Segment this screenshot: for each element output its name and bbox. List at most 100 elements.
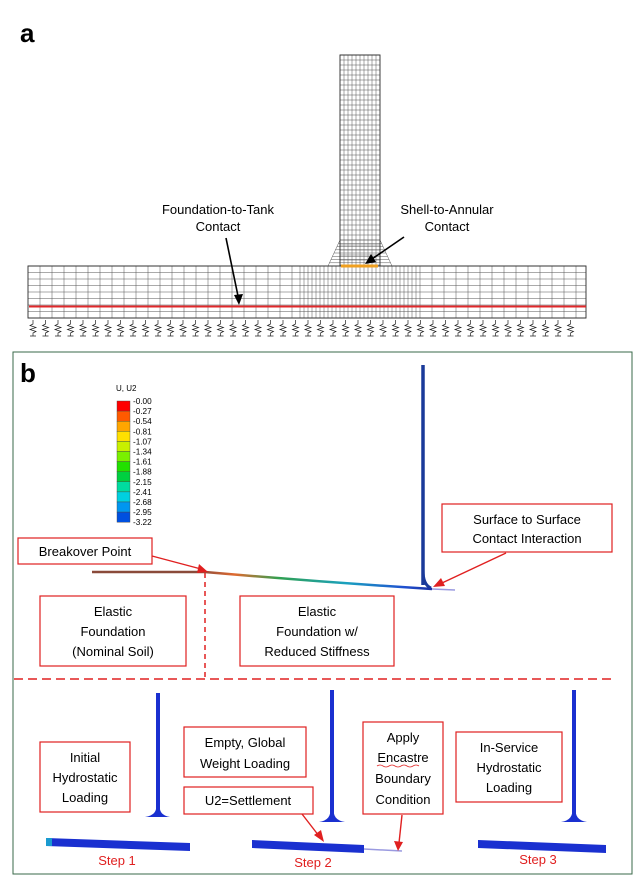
shell-to-annular-label-line1: Shell-to-Annular (400, 202, 494, 217)
elastic-reduced-line1: Elastic (298, 604, 337, 619)
legend-value: -1.61 (133, 458, 152, 467)
legend-value: -2.41 (133, 488, 152, 497)
surface-contact-box (441, 503, 613, 553)
empty-global-line1: Empty, Global (205, 735, 286, 750)
legend-swatch (116, 511, 131, 523)
panel-a-label: a (20, 18, 35, 48)
u2-settlement-arrow (301, 813, 320, 837)
step1-shell (156, 693, 160, 817)
foundation-to-tank-arrowhead (234, 294, 243, 305)
legend-swatch (116, 421, 131, 432)
bottom-plate-deformed (92, 570, 433, 591)
breakover-arrow (151, 555, 202, 570)
mesh-grid (27, 54, 587, 319)
legend-value: -0.00 (133, 397, 152, 406)
apply-encastre-line1: Apply (387, 730, 420, 745)
step2-label: Step 2 (294, 855, 332, 870)
legend-value: -2.15 (133, 478, 152, 487)
surface-contact-label-line1: Surface to Surface (473, 512, 581, 527)
encastre-spell-underline (376, 764, 420, 768)
legend-value: -1.88 (133, 468, 152, 477)
in-service-box (455, 731, 563, 803)
elastic-nominal-box (39, 595, 187, 667)
legend-swatch (116, 431, 131, 442)
legend-value: -3.22 (133, 518, 152, 527)
encastre-arrow (398, 814, 403, 844)
legend-value: -2.68 (133, 498, 152, 507)
foundation-to-tank-label-line2: Contact (196, 219, 241, 234)
legend-swatch (116, 471, 131, 483)
step2-shell (330, 690, 334, 822)
step2-plate-projection (363, 848, 403, 852)
legend-swatch (116, 410, 131, 422)
shell-to-annular-arrowhead (365, 254, 376, 264)
u2-settlement-arrowhead (314, 830, 324, 842)
spring-elements (28, 320, 575, 337)
initial-hydrostatic-box (39, 741, 131, 813)
legend-value: -1.34 (133, 448, 152, 457)
legend-swatch (116, 451, 131, 462)
breakover-arrowhead (197, 564, 208, 573)
foundation-springs (28, 320, 575, 337)
legend-swatch (116, 461, 131, 472)
legend-title: U, U2 (116, 384, 137, 393)
apply-encastre-line2: Encastre (377, 750, 428, 765)
in-service-line2: Hydrostatic (476, 760, 542, 775)
step1-plate-edge (46, 838, 52, 846)
initial-hydrostatic-line2: Hydrostatic (52, 770, 118, 785)
foundation-to-tank-arrow (225, 237, 239, 297)
apply-encastre-line3: Boundary (375, 771, 431, 786)
legend-value: -0.27 (133, 407, 152, 416)
initial-hydrostatic-line3: Loading (62, 790, 108, 805)
legend-swatch (116, 481, 131, 493)
step1-label: Step 1 (98, 853, 136, 868)
legend-swatch (116, 400, 131, 412)
elastic-nominal-line2: Foundation (80, 624, 145, 639)
step1-plate (46, 838, 190, 851)
step3-label: Step 3 (519, 852, 557, 867)
initial-hydrostatic-line1: Initial (70, 750, 100, 765)
elastic-nominal-line3: (Nominal Soil) (72, 644, 154, 659)
legend-value: -2.95 (133, 508, 152, 517)
empty-global-box (183, 726, 307, 778)
legend-swatch (116, 491, 131, 503)
elastic-reduced-line3: Reduced Stiffness (264, 644, 370, 659)
surface-contact-label-line2: Contact Interaction (472, 531, 581, 546)
elastic-reduced-line2: Foundation w/ (276, 624, 358, 639)
foundation-to-tank-label-line1: Foundation-to-Tank (162, 202, 275, 217)
elastic-reduced-box (239, 595, 395, 667)
shell-to-annular-label-line2: Contact (425, 219, 470, 234)
u2-settlement-label: U2=Settlement (205, 793, 292, 808)
contour-legend: -0.00-0.27-0.54-0.81-1.07 -1.34-1.61-1.88… (116, 397, 152, 527)
apply-encastre-line4: Condition (376, 792, 431, 807)
shell-to-annular-arrow (371, 236, 405, 260)
legend-value: -1.07 (133, 437, 152, 446)
elastic-nominal-line1: Elastic (94, 604, 133, 619)
empty-global-line2: Weight Loading (200, 756, 290, 771)
surface-contact-arrowhead (433, 578, 445, 587)
step2-fillet (319, 808, 345, 822)
breakover-point-label: Breakover Point (39, 544, 132, 559)
panel-b-label: b (20, 358, 36, 388)
breakover-point-box (17, 537, 153, 565)
legend-value: -0.81 (133, 427, 152, 436)
encastre-arrowhead (394, 841, 403, 851)
in-service-line1: In-Service (480, 740, 539, 755)
step2-plate (252, 840, 364, 853)
surface-contact-arrow (441, 552, 507, 584)
step3-fillet (561, 808, 587, 822)
fe-mesh-panel-a (27, 54, 587, 319)
apply-encastre-box (362, 721, 444, 815)
step3-plate (478, 840, 606, 853)
legend-swatch (116, 501, 131, 513)
step3-shell (572, 690, 576, 822)
legend-value: -0.54 (133, 417, 152, 426)
legend-swatch (116, 441, 131, 452)
mesh-outline (27, 54, 587, 319)
in-service-line3: Loading (486, 780, 532, 795)
panel-b-frame (12, 351, 633, 875)
step1-fillet (145, 804, 170, 817)
plate-projection (431, 588, 456, 591)
shell-bottom-curve (421, 569, 432, 590)
